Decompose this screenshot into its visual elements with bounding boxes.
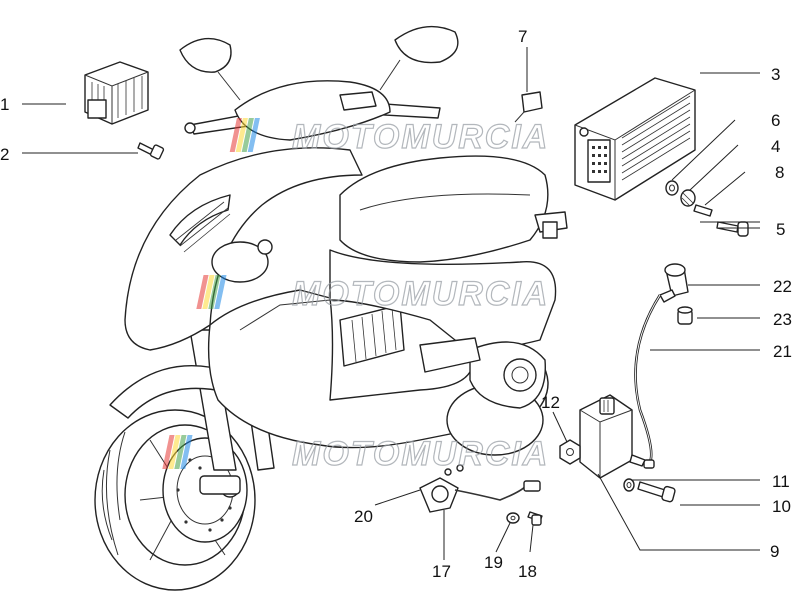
callout-22: 22 <box>773 277 792 296</box>
front-fork <box>189 329 237 471</box>
watermark-text: MOTOMURCIA <box>292 275 549 313</box>
callout-23: 23 <box>773 310 792 329</box>
watermark-stripe <box>180 435 193 469</box>
callout-5: 5 <box>776 220 785 239</box>
callout-18: 18 <box>518 562 537 581</box>
part-screw-5 <box>716 221 749 237</box>
leader-20 <box>374 489 421 506</box>
part-spacer-8 <box>693 204 713 217</box>
part-cable-21 <box>634 294 662 463</box>
watermark-logo: MOTOMURCIA <box>229 117 549 157</box>
mirror-right <box>394 25 459 64</box>
watermark-stripe <box>174 435 187 469</box>
watermark-text: MOTOMURCIA <box>292 118 549 156</box>
part-nut-12 <box>559 439 581 465</box>
part-cap-23 <box>677 306 693 325</box>
callout-11: 11 <box>772 472 790 491</box>
part-ignition-coil-9 <box>579 394 646 479</box>
part-screw-2 <box>137 142 165 160</box>
front-shield <box>124 147 363 351</box>
watermark-stripe <box>229 118 242 152</box>
watermark-stripe <box>247 118 260 152</box>
callout-12: 12 <box>541 393 560 412</box>
part-screw-18 <box>527 511 543 526</box>
callout-7: 7 <box>518 27 527 46</box>
rear-body <box>329 249 557 353</box>
part-washer-11 <box>623 478 635 492</box>
watermark-stripe <box>235 118 248 152</box>
part-control-unit <box>574 77 696 201</box>
callout-19: 19 <box>484 553 503 572</box>
part-grommet-4 <box>680 189 696 207</box>
leader-8 <box>704 171 746 206</box>
part-washer-19 <box>506 512 520 524</box>
watermark-stripe <box>162 435 175 469</box>
leader-18 <box>529 524 534 553</box>
leader-lines <box>22 47 760 560</box>
leader-6 <box>671 119 736 181</box>
callout-1: 1 <box>0 95 9 114</box>
part-voltage-regulator <box>84 61 149 125</box>
part-screw-10 <box>637 481 676 503</box>
leader-4b <box>689 144 739 191</box>
part-washer-6 <box>665 180 679 196</box>
seat <box>339 155 549 263</box>
headlight <box>211 241 269 283</box>
watermark-group: MOTOMURCIA MOTOMURCIA MOTOMURCIA <box>162 117 549 474</box>
watermark-stripe <box>241 118 254 152</box>
callout-2: 2 <box>0 145 9 164</box>
part-sensor-17 <box>419 464 541 513</box>
leader-19 <box>495 522 511 553</box>
watermark-text: MOTOMURCIA <box>292 435 549 473</box>
leader-12 <box>552 411 568 443</box>
watermark-logo: MOTOMURCIA <box>162 434 549 474</box>
watermark-stripe <box>208 275 221 309</box>
callout-8: 8 <box>775 163 784 182</box>
callout-20: 20 <box>354 507 373 526</box>
mirror-left <box>179 37 232 73</box>
callout-4: 4 <box>771 137 780 156</box>
callout-17: 17 <box>432 562 451 581</box>
part-spark-cap-22 <box>659 263 689 303</box>
callout-9: 9 <box>770 542 779 561</box>
leader-9 <box>597 473 760 551</box>
watermark-stripe <box>214 275 227 309</box>
callout-6: 6 <box>771 111 780 130</box>
callout-21: 21 <box>773 342 792 361</box>
callout-labels: 1 2 3 4 5 6 7 8 9 10 11 12 17 18 19 20 2… <box>0 27 792 581</box>
callout-10: 10 <box>772 497 791 516</box>
watermark-logo: MOTOMURCIA <box>196 274 549 314</box>
watermark-stripe <box>196 275 209 309</box>
watermark-stripe <box>168 435 181 469</box>
watermark-stripe <box>202 275 215 309</box>
callout-3: 3 <box>771 65 780 84</box>
part-bracket-7 <box>514 91 543 123</box>
